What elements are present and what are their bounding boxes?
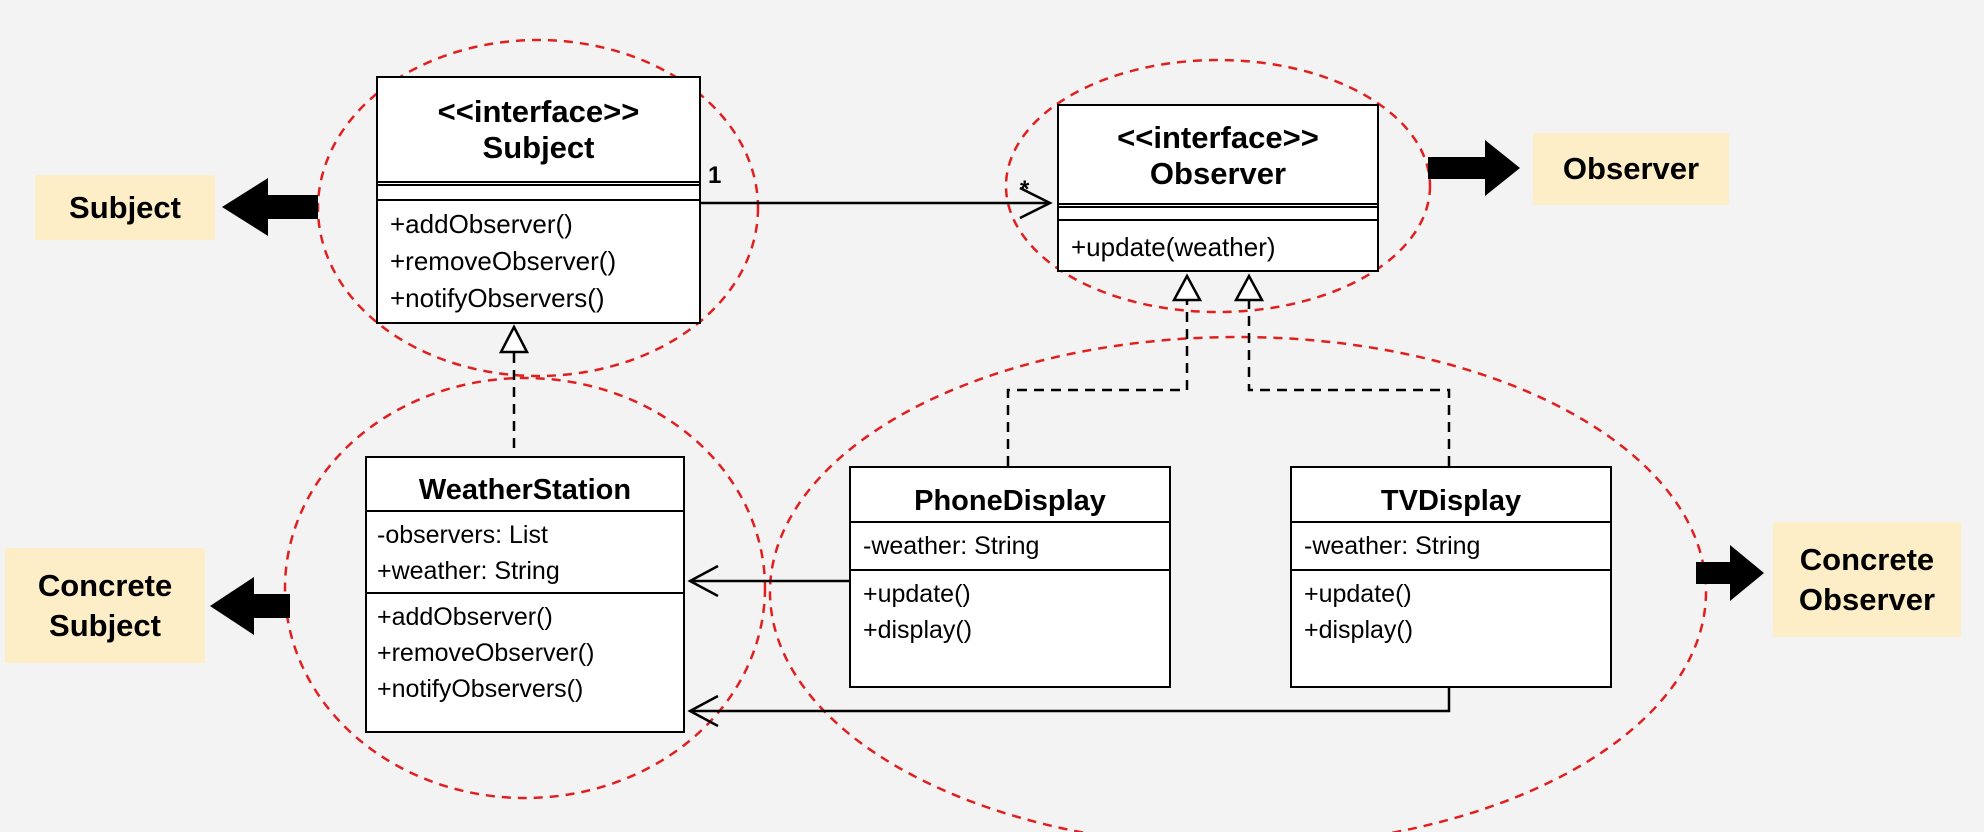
subject-name: Subject bbox=[482, 130, 595, 165]
realization-triangle-observer-right bbox=[1233, 273, 1265, 302]
callout-concrete-subject: Concrete Subject bbox=[5, 548, 205, 663]
dependency-phone-arrowhead bbox=[687, 564, 719, 598]
callout-concrete-observer: Concrete Observer bbox=[1773, 522, 1961, 637]
dependency-tv-arrowhead bbox=[687, 694, 719, 728]
realization-triangle-subject bbox=[498, 324, 530, 354]
weatherstation-method: +removeObserver() bbox=[377, 639, 595, 667]
weatherstation-divider-2 bbox=[367, 592, 683, 594]
callout-concrete-subject-line1: Concrete bbox=[37, 567, 173, 603]
association-arrowhead bbox=[1019, 186, 1053, 220]
observer-method: +update(weather) bbox=[1071, 232, 1276, 262]
callout-observer-text: Observer bbox=[1562, 151, 1700, 186]
weatherstation-class-box[interactable]: WeatherStation -observers: List +weather… bbox=[365, 456, 685, 733]
observer-methods-section: +update(weather) bbox=[1059, 221, 1377, 266]
realization-triangle-observer-left bbox=[1171, 273, 1203, 302]
observer-divider-2 bbox=[1059, 219, 1377, 221]
phonedisplay-divider bbox=[851, 521, 1169, 523]
tvdisplay-methods-section: +update() +display() bbox=[1292, 571, 1610, 653]
phonedisplay-divider-2 bbox=[851, 569, 1169, 571]
dependency-tv-to-station bbox=[692, 688, 1451, 713]
realization-line-phonedisplay bbox=[1006, 300, 1189, 466]
weatherstation-attributes-section: -observers: List +weather: String bbox=[367, 512, 683, 592]
arrow-to-observer-callout bbox=[1428, 140, 1520, 196]
observer-name: Observer bbox=[1149, 156, 1287, 191]
subject-stereotype: <<interface>> bbox=[437, 94, 640, 129]
arrow-to-concrete-observer-callout bbox=[1696, 545, 1764, 601]
callout-subject: Subject bbox=[35, 175, 215, 240]
multiplicity-one: 1 bbox=[708, 162, 722, 189]
subject-methods-section: +addObserver() +removeObserver() +notify… bbox=[378, 201, 699, 317]
observer-header: <<interface>> Observer bbox=[1059, 106, 1377, 203]
phonedisplay-name: PhoneDisplay bbox=[914, 485, 1106, 517]
subject-attributes-section bbox=[378, 186, 699, 199]
subject-header: <<interface>> Subject bbox=[378, 78, 699, 181]
subject-method: +notifyObservers() bbox=[390, 283, 605, 313]
concrete-subject-group-ellipse bbox=[283, 376, 767, 800]
subject-method: +removeObserver() bbox=[390, 246, 617, 276]
callout-concrete-observer-line1: Concrete bbox=[1799, 541, 1935, 577]
weatherstation-attribute: +weather: String bbox=[377, 557, 560, 585]
weatherstation-method: +notifyObservers() bbox=[377, 675, 584, 703]
tvdisplay-divider bbox=[1292, 521, 1610, 523]
callout-concrete-subject-line2: Subject bbox=[49, 607, 161, 643]
concrete-observer-group-ellipse bbox=[768, 335, 1708, 832]
callout-observer: Observer bbox=[1533, 133, 1729, 205]
tvdisplay-attribute: -weather: String bbox=[1304, 532, 1481, 560]
observer-group-ellipse bbox=[1004, 58, 1432, 314]
phonedisplay-class-box[interactable]: PhoneDisplay -weather: String +update() … bbox=[849, 466, 1171, 688]
observer-divider bbox=[1059, 203, 1377, 208]
phonedisplay-method: +display() bbox=[863, 616, 973, 644]
weatherstation-name: WeatherStation bbox=[418, 474, 632, 506]
observer-stereotype: <<interface>> bbox=[1117, 120, 1319, 155]
realization-line-tvdisplay bbox=[1247, 300, 1451, 466]
weatherstation-methods-section: +addObserver() +removeObserver() +notify… bbox=[367, 594, 683, 710]
weatherstation-method: +addObserver() bbox=[377, 603, 553, 631]
phonedisplay-method: +update() bbox=[863, 580, 971, 608]
phonedisplay-attribute: -weather: String bbox=[863, 532, 1040, 560]
phonedisplay-attributes-section: -weather: String bbox=[851, 523, 1169, 569]
tvdisplay-method: +update() bbox=[1304, 580, 1412, 608]
callout-subject-text: Subject bbox=[69, 189, 181, 225]
weatherstation-attribute: -observers: List bbox=[377, 521, 548, 549]
subject-interface-box[interactable]: <<interface>> Subject +addObserver() +re… bbox=[376, 76, 701, 324]
observer-attributes-section bbox=[1059, 208, 1377, 219]
tvdisplay-method: +display() bbox=[1304, 616, 1414, 644]
tvdisplay-class-box[interactable]: TVDisplay -weather: String +update() +di… bbox=[1290, 466, 1612, 688]
tvdisplay-divider-2 bbox=[1292, 569, 1610, 571]
tvdisplay-name: TVDisplay bbox=[1380, 485, 1522, 517]
tvdisplay-attributes-section: -weather: String bbox=[1292, 523, 1610, 569]
multiplicity-many: * bbox=[1020, 176, 1030, 203]
subject-method: +addObserver() bbox=[390, 209, 573, 239]
callout-concrete-observer-line2: Observer bbox=[1798, 581, 1936, 617]
phonedisplay-methods-section: +update() +display() bbox=[851, 571, 1169, 653]
arrow-to-subject-callout bbox=[222, 178, 318, 236]
weatherstation-divider bbox=[367, 510, 683, 512]
subject-divider-2 bbox=[378, 199, 699, 201]
subject-divider bbox=[378, 181, 699, 186]
observer-interface-box[interactable]: <<interface>> Observer +update(weather) bbox=[1057, 104, 1379, 272]
arrow-to-concrete-subject-callout bbox=[210, 577, 290, 635]
